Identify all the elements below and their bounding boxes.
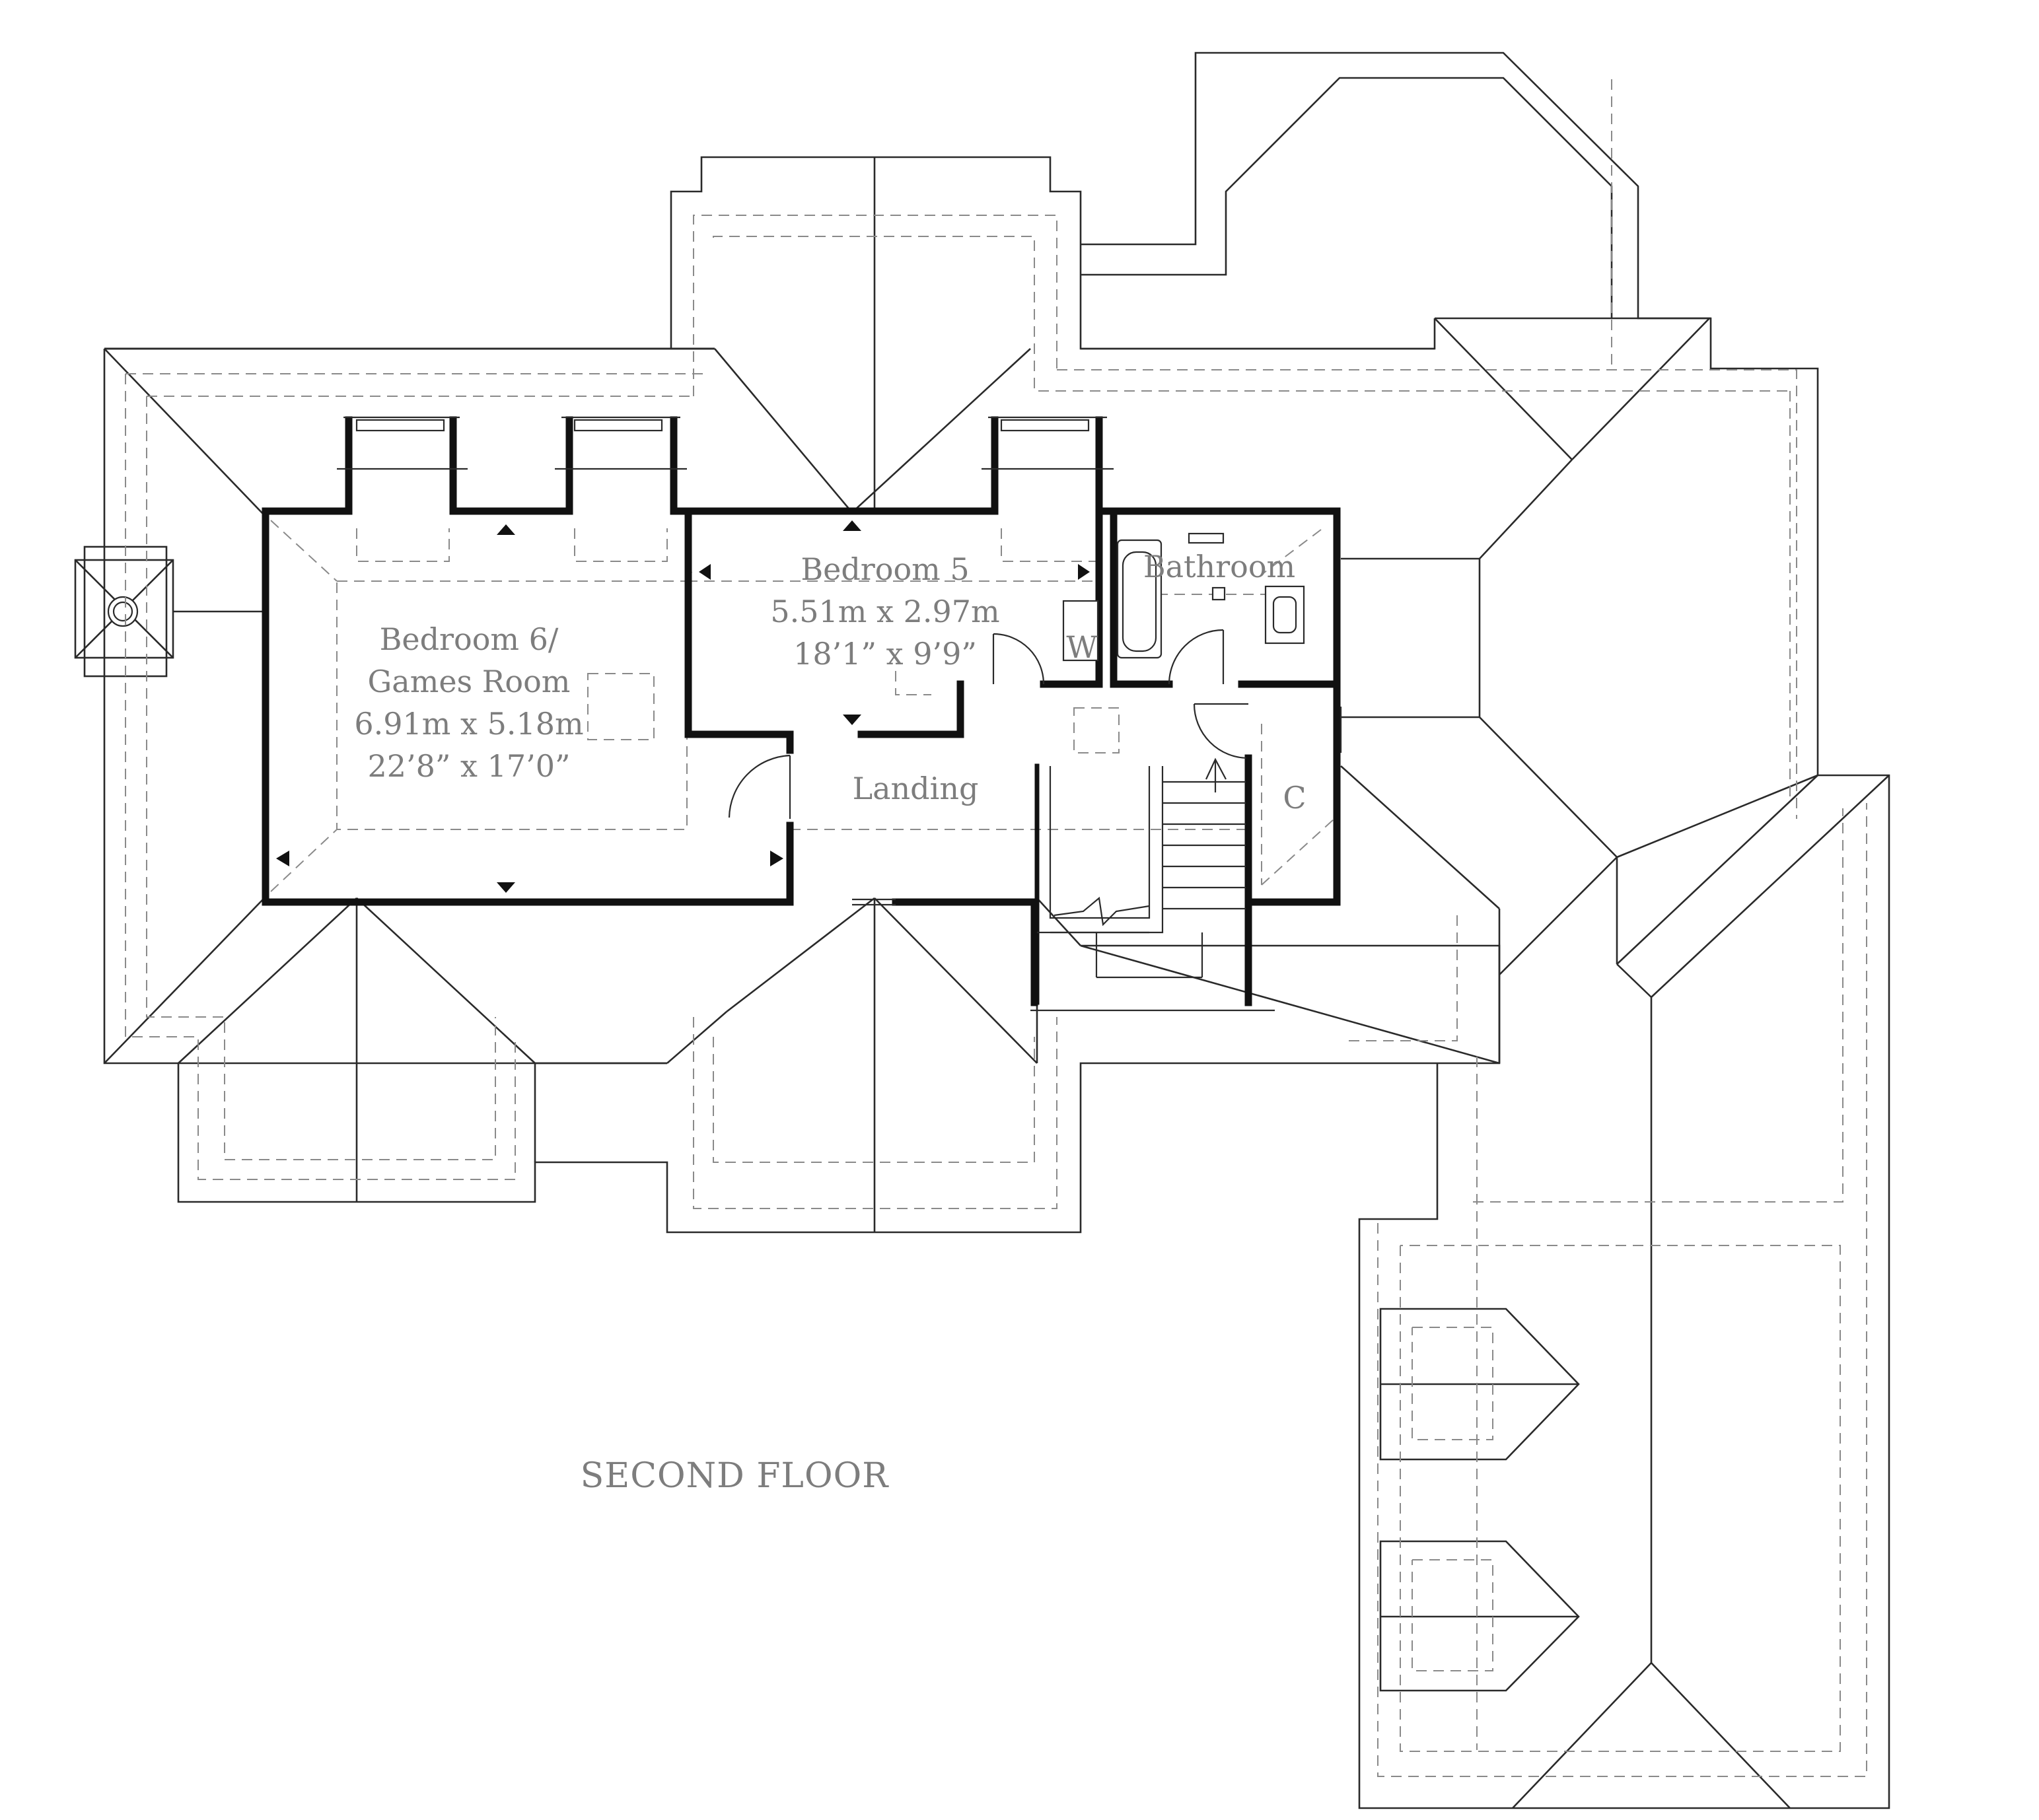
doors: [728, 629, 1342, 906]
bedroom6-imperial: 22’8” x 17’0”: [367, 748, 570, 784]
staircase: [1030, 755, 1275, 1012]
bedroom6-name-line1: Bedroom 6/: [380, 621, 559, 657]
bathroom-name: Bathroom: [1143, 549, 1295, 584]
bedroom5-name: Bedroom 5: [801, 551, 969, 587]
landing-label: Landing: [853, 771, 979, 806]
dimension-arrows: [276, 520, 1090, 893]
eaves-dashed-lines: [125, 79, 1867, 1777]
bathroom-fixtures: [1062, 532, 1305, 662]
roof-outline: [74, 52, 1890, 1809]
bedroom6-name-line2: Games Room: [368, 664, 571, 699]
cupboard-label: C: [1283, 780, 1306, 816]
floor-title: SECOND FLOOR: [581, 1456, 890, 1496]
room-labels: Bedroom 6/ Games Room 6.91m x 5.18m 22’8…: [354, 549, 1306, 816]
bedroom6-metric: 6.91m x 5.18m: [354, 706, 583, 742]
dormer-windows: [337, 416, 1114, 470]
walls: [262, 416, 1341, 1006]
wardrobe-label: W: [1066, 629, 1098, 665]
bedroom5-imperial: 18’1” x 9’9”: [793, 636, 977, 672]
bedroom5-metric: 5.51m x 2.97m: [770, 594, 999, 629]
